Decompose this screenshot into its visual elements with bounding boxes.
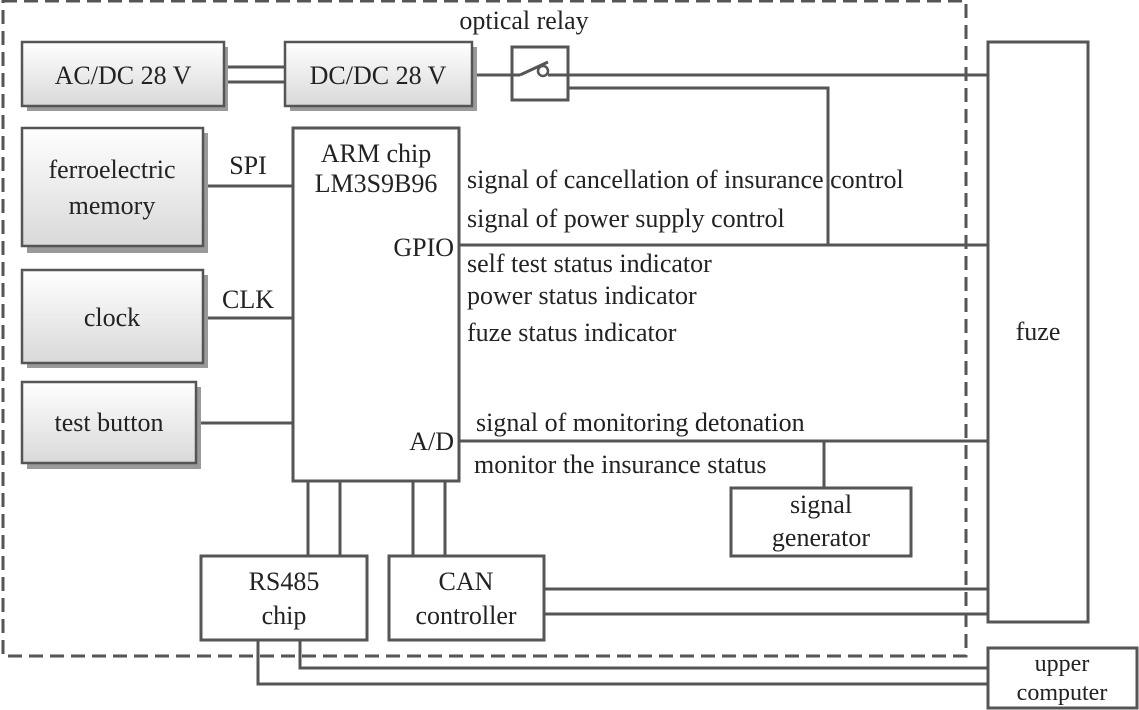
can-box (387, 554, 546, 642)
signal-cancel-insurance-label: signal of cancellation of insurance cont… (467, 165, 904, 194)
signal-power-status-label: power status indicator (467, 281, 697, 310)
clock-box (20, 268, 205, 365)
spi-bus-label: SPI (229, 151, 267, 180)
test-button-box (20, 380, 198, 465)
upper-computer-block: upper computer (986, 646, 1139, 710)
optical-relay-label: optical relay (459, 6, 588, 35)
signal-insurance-status-label: monitor the insurance status (474, 450, 766, 479)
upper-computer-box (986, 646, 1139, 710)
dcdc-block: DC/DC 28 V (283, 40, 477, 111)
signal-generator-label-line1: signal (790, 490, 852, 519)
fuze-block: fuze (986, 40, 1090, 624)
acdc-block: AC/DC 28 V (20, 40, 228, 111)
signal-monitoring-detonation-label: signal of monitoring detonation (476, 408, 805, 437)
clock-label: clock (84, 303, 140, 332)
rs485-label-line2: chip (262, 601, 307, 630)
signal-generator-label-line2: generator (772, 523, 871, 552)
wire-relay-control (568, 86, 830, 245)
clk-bus-label: CLK (222, 285, 274, 314)
fuze-label: fuze (1016, 317, 1061, 346)
gpio-port-label: GPIO (393, 233, 454, 262)
device-enclosure (1, 0, 968, 658)
relay-switch-contact (536, 64, 550, 78)
arm-chip-box (291, 126, 461, 483)
signal-generator-box (729, 486, 913, 558)
can-label-line1: CAN (439, 567, 494, 596)
upper-computer-label-line1: upper (1035, 651, 1090, 677)
ferroelectric-memory-block: ferroelectric memory (20, 126, 208, 253)
acdc-box (20, 40, 226, 108)
rs485-block: RS485 chip (199, 554, 369, 642)
rs485-box (199, 554, 369, 642)
fuze-box (986, 40, 1090, 624)
arm-chip-label-line1: ARM chip (321, 139, 432, 168)
wire-rs485-upper-b (256, 640, 988, 686)
signal-fuze-status-label: fuze status indicator (467, 318, 677, 347)
signal-power-supply-label: signal of power supply control (467, 204, 785, 233)
connection-wires (196, 65, 988, 686)
dcdc-box (283, 40, 474, 108)
arm-chip-label-line2: LM3S9B96 (315, 169, 438, 198)
ferro-label-line1: ferroelectric (48, 155, 175, 184)
ferro-label-line2: memory (69, 191, 156, 220)
relay-switch-blade (519, 60, 549, 77)
signal-generator-block: signal generator (729, 486, 913, 558)
optical-relay-block: optical relay (459, 6, 589, 102)
rs485-label-line1: RS485 (249, 567, 320, 596)
acdc-label: AC/DC 28 V (55, 61, 192, 90)
arm-chip-block: ARM chip LM3S9B96 GPIO A/D (291, 126, 461, 483)
clock-block: clock (20, 268, 208, 368)
test-button-block: test button (20, 380, 201, 469)
can-controller-block: CAN controller (387, 554, 546, 642)
upper-computer-label-line2: computer (1017, 680, 1108, 706)
test-button-label: test button (54, 408, 163, 437)
signal-self-test-label: self test status indicator (467, 249, 712, 278)
ad-port-label: A/D (409, 427, 454, 456)
wire-rs485-upper-a (298, 640, 988, 670)
dcdc-label: DC/DC 28 V (310, 61, 447, 90)
can-label-line2: controller (415, 601, 516, 630)
ferro-box (20, 126, 205, 248)
